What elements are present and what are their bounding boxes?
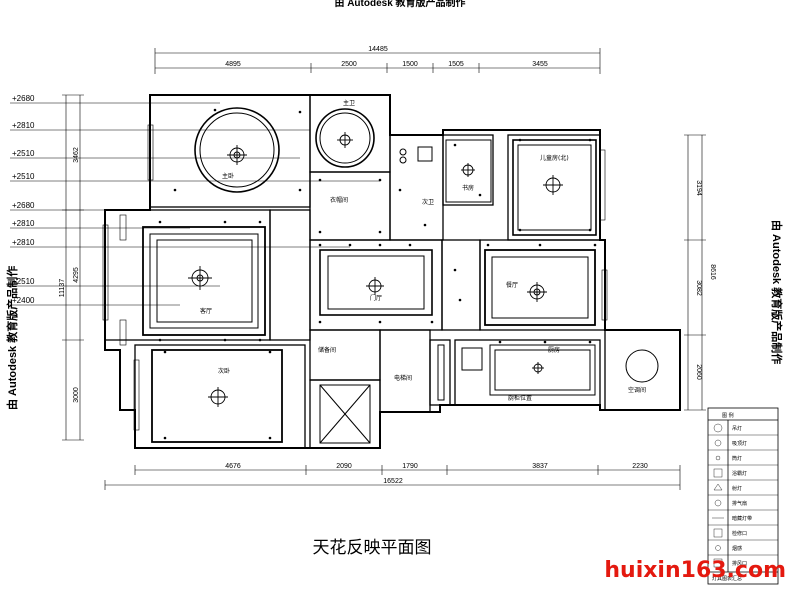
ceiling-features: [142, 107, 659, 444]
legend-item-3: 筒灯: [732, 455, 742, 462]
kitchen-note: 厨柜位置: [508, 394, 532, 402]
left-dimension-2: 4295: [73, 267, 80, 283]
left-watermark: 由 Autodesk 教育版产品制作: [5, 266, 19, 410]
bottom-dimension-chain: [104, 465, 681, 490]
legend-box: [707, 407, 779, 585]
room-children: 儿童房(北): [540, 154, 569, 162]
level-5: +2680: [12, 201, 35, 210]
room-cloakroom: 衣帽间: [330, 196, 348, 204]
site-brand: huixin163.com: [604, 558, 786, 583]
level-6: +2810: [12, 219, 35, 228]
legend-rows: [708, 423, 778, 568]
top-dimension-3: 1500: [402, 61, 418, 68]
bottom-dimension-5: 2230: [632, 463, 648, 470]
legend-footer: 灯具图表汇总: [712, 575, 742, 582]
room-elevator: 电梯间: [394, 374, 412, 382]
left-dimension-1: 3462: [73, 147, 80, 163]
bottom-dimension-3: 1790: [402, 463, 418, 470]
room-master-bedroom: 主卧: [222, 172, 234, 180]
room-storage: 储备间: [318, 346, 336, 354]
room-kitchen: 厨房: [548, 346, 560, 354]
top-dimension-4: 1505: [448, 61, 464, 68]
level-1: +2680: [12, 94, 35, 103]
legend-item-6: 排气扇: [732, 500, 747, 507]
room-master-bath: 主卫: [343, 99, 355, 107]
right-dimension-chain: [684, 134, 706, 411]
level-7: +2810: [12, 238, 35, 247]
bottom-dimension-4: 3837: [532, 463, 548, 470]
legend-title: 图 例: [722, 412, 734, 419]
legend-item-8: 检修口: [732, 530, 747, 537]
room-ac: 空调间: [628, 386, 646, 394]
legend-item-9: 烟感: [732, 545, 742, 552]
level-8: +2510: [12, 277, 35, 286]
level-markers: [10, 102, 380, 306]
plan-title: 天花反映平面图: [313, 538, 432, 558]
room-second-bedroom: 次卧: [218, 367, 230, 375]
legend-item-1: 吊灯: [732, 425, 742, 432]
legend-item-7: 暗藏灯带: [732, 515, 752, 522]
room-second-bath: 次卫: [422, 198, 434, 206]
left-dimension-chain: [62, 94, 84, 441]
bottom-dimension-1: 4676: [225, 463, 241, 470]
room-study: 书房: [462, 184, 474, 192]
top-watermark: 由 Autodesk 教育版产品制作: [334, 0, 465, 9]
room-dining: 餐厅: [506, 281, 518, 289]
room-living: 客厅: [200, 307, 212, 315]
top-dimension-chain: [154, 48, 601, 74]
level-4: +2510: [12, 172, 35, 181]
legend-item-4: 浴霸灯: [732, 470, 747, 477]
legend-item-5: 射灯: [732, 485, 742, 492]
spotlights: [158, 108, 597, 440]
legend-item-10: 排风口: [732, 560, 747, 567]
bottom-total-dimension: 16522: [383, 478, 403, 485]
right-dimension-1: 3194: [695, 180, 702, 196]
room-hall: 门厅: [370, 294, 382, 302]
right-dimension-2: 3082: [695, 280, 702, 296]
level-9: +2400: [12, 296, 35, 305]
legend-item-2: 吸顶灯: [732, 440, 747, 447]
left-total-dimension: 11137: [59, 279, 66, 298]
top-total-dimension: 14485: [368, 46, 388, 53]
right-watermark: 由 Autodesk 教育版产品制作: [770, 220, 784, 364]
top-dimension-5: 3455: [532, 61, 548, 68]
right-dimension-3: 2060: [695, 364, 702, 380]
chandeliers: [188, 132, 563, 407]
level-2: +2810: [12, 121, 35, 130]
windows: [102, 124, 608, 431]
left-dimension-3: 3000: [73, 387, 80, 403]
bottom-dimension-2: 2090: [336, 463, 352, 470]
level-3: +2510: [12, 149, 35, 158]
right-total-dimension: 8616: [709, 264, 716, 280]
top-dimension-2: 2500: [341, 61, 357, 68]
top-dimension-1: 4895: [225, 61, 241, 68]
